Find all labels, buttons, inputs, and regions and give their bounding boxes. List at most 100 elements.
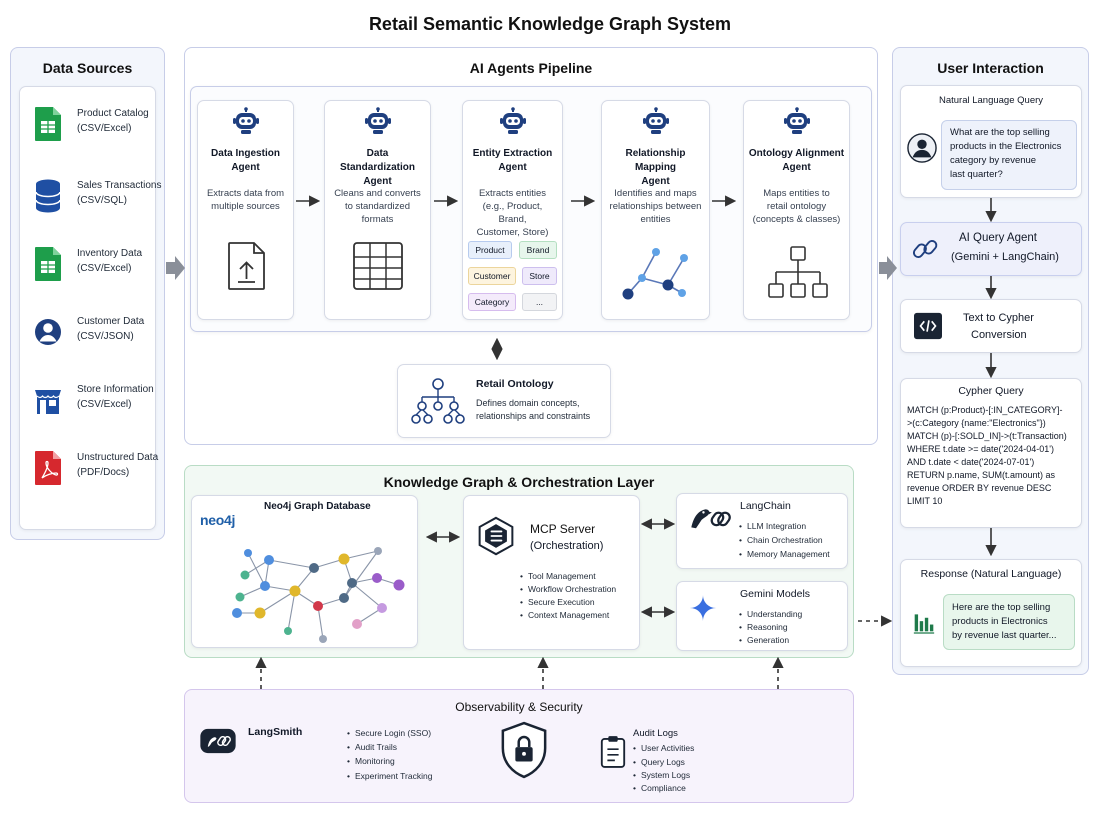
agent-desc-line: to standardized [345,201,410,212]
robot-icon [232,107,259,134]
mcp-bullet: Secure Execution [520,597,595,607]
mcp-server-card[interactable]: MCP Server (Orchestration) Tool Manageme… [463,495,640,650]
audit-bullet: Compliance [633,783,686,793]
agent-desc-line: retail ontology [766,201,827,212]
observability-heading: Observability & Security [455,700,583,714]
mcp-title: MCP Server [530,522,596,536]
ai-query-agent-card[interactable]: AI Query Agent (Gemini + LangChain) [900,222,1082,276]
audit-bullet: User Activities [633,743,694,753]
agent-name-line: Relationship Mapping [625,148,686,173]
agent-name-line: Agent [498,162,527,173]
source-store-information[interactable]: Store Information (CSV/Excel) [27,380,172,428]
source-format: (CSV/Excel) [77,123,132,134]
langsmith-bullet: Monitoring [347,756,395,766]
agent-name-line: Data Ingestion [211,148,280,159]
user-interaction-heading: User Interaction [937,60,1044,76]
text-to-cypher-title: Text to Cypher [963,312,1034,324]
source-format: (PDF/Docs) [77,467,130,478]
entity-chip-brand: Brand [519,241,557,259]
langsmith-bullet: Secure Login (SSO) [347,728,431,738]
source-format: (CSV/Excel) [77,263,132,274]
agent-name-line: Agent [782,162,811,173]
pipeline-heading: AI Agents Pipeline [469,60,593,76]
neo4j-title: Neo4j Graph Database [264,501,371,512]
hierarchy-icon [768,246,828,298]
response-card[interactable]: Response (Natural Language) Here are the… [900,559,1082,667]
neo4j-graph-card[interactable]: Neo4j Graph Database neo4j [191,495,418,648]
grid-table-icon [353,242,403,290]
source-inventory-data[interactable]: Inventory Data (CSV/Excel) [27,244,172,292]
audit-bullet: Query Logs [633,757,685,767]
user-circle-icon [35,319,61,345]
user-interaction-panel: User Interaction Natural Language Query … [892,47,1089,675]
text-to-cypher-card[interactable]: Text to Cypher Conversion [900,299,1082,353]
source-sales-transactions[interactable]: Sales Transactions (CSV/SQL) [27,176,172,224]
agent-name-line: Agent [641,176,670,187]
source-customer-data[interactable]: Customer Data (CSV/JSON) [27,312,172,360]
data-sources-panel: Data Sources Product Catalog (CSV/Excel)… [10,47,165,540]
gemini-models-card[interactable]: Gemini Models Understanding Reasoning Ge… [676,581,848,651]
langchain-card[interactable]: LangChain LLM Integration Chain Orchestr… [676,493,848,569]
cypher-query-card[interactable]: Cypher Query MATCH (p:Product)-[:IN_CATE… [900,378,1082,528]
agent-desc-line: Cleans and converts [334,188,421,199]
agent-desc-line: Extracts entities [478,188,547,199]
mcp-bullet: Workflow Orchestration [520,584,616,594]
langchain-parrot-icon [691,509,731,529]
audit-clipboard-icon [600,736,626,768]
agent-desc-line: (e.g., Product, Brand, [482,201,543,225]
source-format: (CSV/JSON) [77,331,134,342]
gemini-bullet: Reasoning [739,622,788,632]
response-text: by revenue last quarter... [952,630,1057,641]
audit-logs-title: Audit Logs [633,728,678,739]
cypher-line: LIMIT 10 [907,496,943,506]
cypher-line: RETURN p.name, SUM(t.amount) as [907,470,1056,480]
source-product-catalog[interactable]: Product Catalog (CSV/Excel) [27,104,172,152]
ontology-desc-line: relationships and constraints [476,411,591,421]
langchain-bullet: LLM Integration [739,521,806,531]
nl-query-text: What are the top selling [950,127,1050,138]
retail-ontology-card[interactable]: Retail Ontology Defines domain concepts,… [397,364,611,438]
agent-desc-line: (concepts & classes) [752,214,841,225]
agent-name-line: Entity Extraction [472,148,553,159]
response-text: products in Electronics [952,616,1048,627]
agent-desc-line: Extracts data from [206,188,285,199]
agent-desc-line: Customer, Store) [476,227,549,238]
langsmith-bullet: Experiment Tracking [347,771,432,781]
graph-network-icon [622,248,688,300]
source-unstructured-data[interactable]: Unstructured Data (PDF/Docs) [27,448,172,496]
agent-desc-line: multiple sources [211,201,280,212]
shield-lock-icon [501,721,547,779]
gemini-bullet: Understanding [739,609,802,619]
response-title: Response (Natural Language) [920,568,1062,580]
audit-bullet: System Logs [633,770,690,780]
source-format: (CSV/Excel) [77,399,132,410]
langchain-title: LangChain [740,500,791,512]
nl-query-card[interactable]: Natural Language Query What are the top … [900,85,1082,198]
cypher-line: MATCH (p:Product)-[:IN_CATEGORY]- [907,405,1063,415]
entity-chip-category: Category [468,293,516,311]
mcp-bullet: Context Management [520,610,609,620]
langchain-bullet: Chain Orchestration [739,535,823,545]
source-label: Sales Transactions [77,180,162,191]
source-label: Unstructured Data [77,452,159,463]
bar-chart-icon [913,614,935,634]
cypher-line: AND t.date < date('2024-07-01') [907,457,1035,467]
entity-chip-product: Product [468,241,512,259]
ai-query-agent-subtitle: (Gemini + LangChain) [951,251,1059,263]
agent-name-line: Agent [231,162,260,173]
database-icon [35,179,61,213]
agent-name-line: Ontology Alignment [748,148,845,159]
nl-query-text: category by revenue [950,155,1037,166]
entity-chip-store: Store [522,267,557,285]
agent-name-line: Data Standardization [339,148,415,173]
cypher-query-title: Cypher Query [958,385,1024,397]
langsmith-bullet: Audit Trails [347,742,397,752]
code-terminal-icon [914,312,942,340]
text-to-cypher-subtitle: Conversion [971,329,1027,341]
